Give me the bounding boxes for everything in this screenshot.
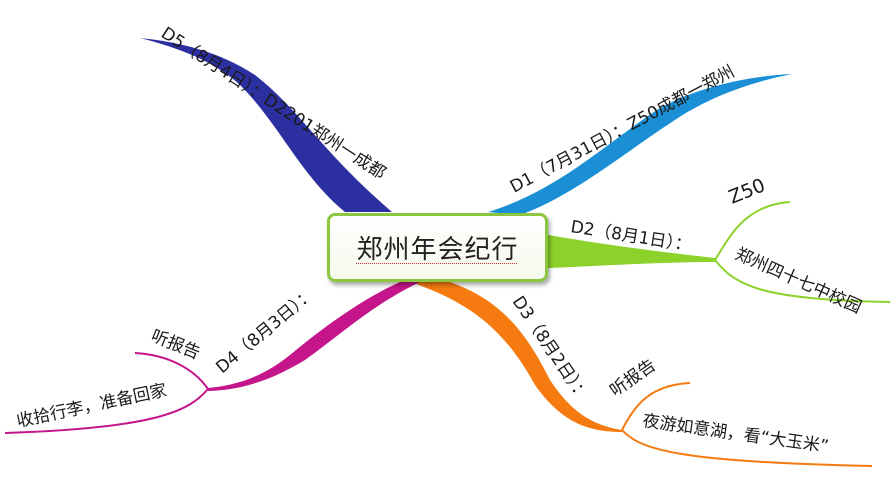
branch-d3-child-lake: 夜游如意湖，看“大玉米” — [641, 411, 830, 457]
branch-d4-label: D4（8月3日）： — [212, 284, 318, 378]
branch-d5-label: D5（8月4日）：D2201郑州一成都 — [157, 23, 389, 183]
branch-d4-sub-talk — [134, 352, 209, 390]
branch-d1-shape — [488, 74, 792, 215]
branch-d1-label: D1（7月31日）：Z50成都一郑州 — [507, 62, 738, 198]
branch-d3-sub-lake — [621, 429, 873, 467]
branch-d4-sub-pack — [4, 388, 209, 434]
branch-d2-shape — [548, 235, 715, 268]
branch-d3-sub-talk — [621, 382, 691, 431]
branch-d2-child-school: 郑州四十七中校园 — [732, 244, 864, 318]
branch-d2-child-z50: Z50 — [726, 174, 769, 208]
branch-d2-sub-school — [714, 259, 891, 303]
branch-d4-child-pack: 收拾行李，准备回家 — [15, 381, 169, 432]
central-topic-title: 郑州年会纪行 — [356, 235, 519, 265]
branch-d2-sub-z50 — [714, 201, 791, 261]
branch-d4-shape — [208, 282, 420, 391]
branch-d4-child-talk: 听报告 — [148, 326, 203, 364]
branch-d5-shape — [140, 38, 392, 212]
central-topic[interactable]: 郑州年会纪行 — [327, 213, 548, 282]
